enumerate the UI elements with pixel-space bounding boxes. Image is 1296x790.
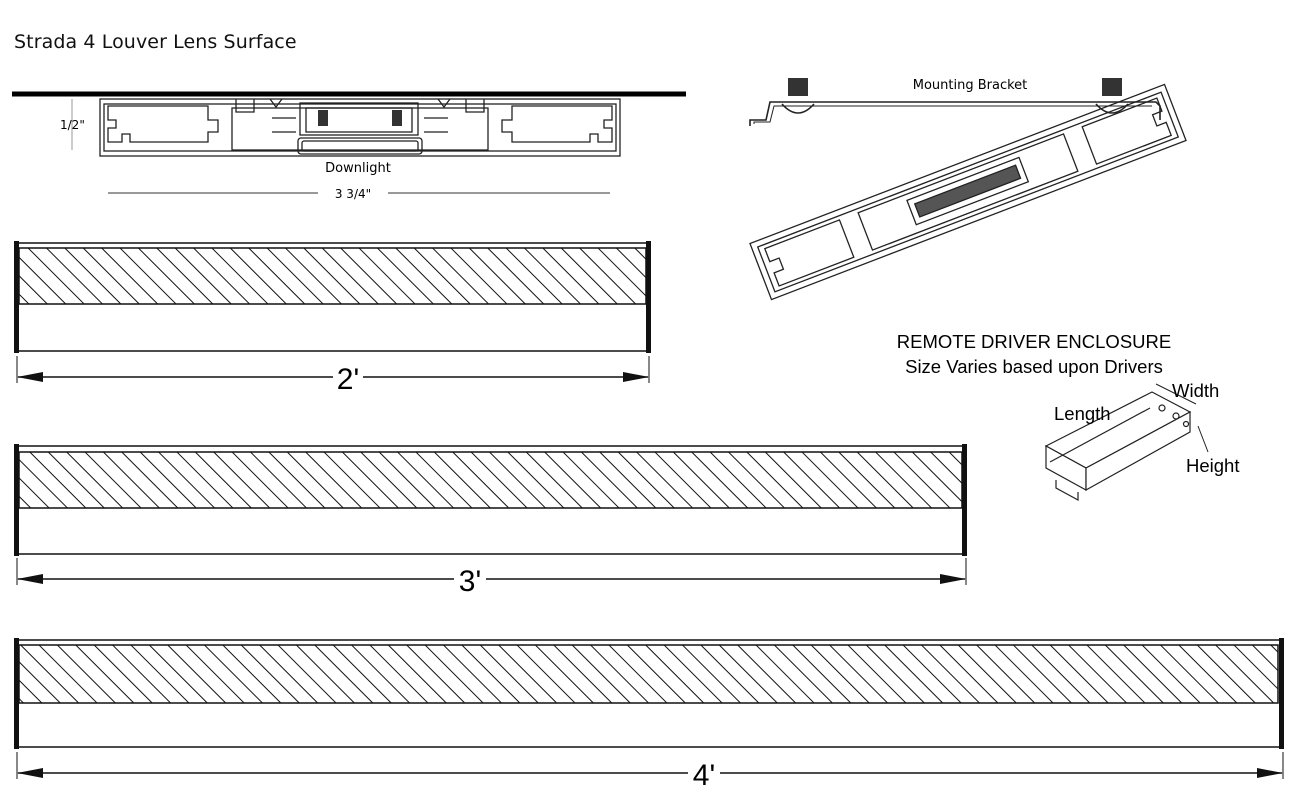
driver-box [1044, 391, 1192, 502]
fixture-2ft-endcap-left [14, 241, 19, 353]
fixture-4ft-endcap-left [14, 638, 19, 749]
led-chip-right [392, 110, 402, 126]
fixture-3ft-endcap-left [14, 444, 19, 556]
page-title: Strada 4 Louver Lens Surface [14, 31, 297, 53]
extrusion-profile [99, 98, 621, 157]
led-chip-left [318, 110, 328, 126]
height-dimension-label: 1/2" [60, 118, 85, 132]
length-label-4ft: 4' [693, 759, 715, 790]
driver-subheading: Size Varies based upon Drivers [905, 356, 1163, 377]
mounting-bracket-label: Mounting Bracket [913, 78, 1028, 93]
cross-section-drawing: 1/2" 3 3/4" Downlight [12, 91, 686, 201]
driver-width-label: Width [1172, 380, 1219, 401]
driver-length-label: Length [1054, 403, 1111, 424]
driver-enclosure: REMOTE DRIVER ENCLOSURE Size Varies base… [897, 331, 1239, 502]
screw-left [781, 78, 815, 114]
bracket-drawing: Mounting Bracket [749, 78, 1187, 301]
fixture-2ft-endcap-right [646, 241, 651, 353]
length-label-2ft: 2' [337, 363, 359, 396]
screw-right [1095, 78, 1129, 114]
fixture-4ft: 4' [14, 638, 1284, 790]
driver-height-label: Height [1186, 455, 1239, 476]
fixture-3ft: 3' [14, 444, 967, 598]
fixture-2ft: 2' [14, 241, 651, 396]
fixture-4ft-endcap-right [1279, 638, 1284, 749]
length-label-3ft: 3' [459, 565, 481, 598]
fixture-4ft-louver [18, 644, 1279, 704]
fixture-3ft-endcap-right [962, 444, 967, 556]
tilted-extrusion [749, 83, 1187, 301]
fixture-2ft-louver [18, 247, 647, 305]
downlight-label: Downlight [325, 161, 391, 176]
width-dimension-label: 3 3/4" [335, 187, 371, 201]
driver-heading: REMOTE DRIVER ENCLOSURE [897, 331, 1171, 352]
fixture-3ft-louver [18, 451, 963, 509]
